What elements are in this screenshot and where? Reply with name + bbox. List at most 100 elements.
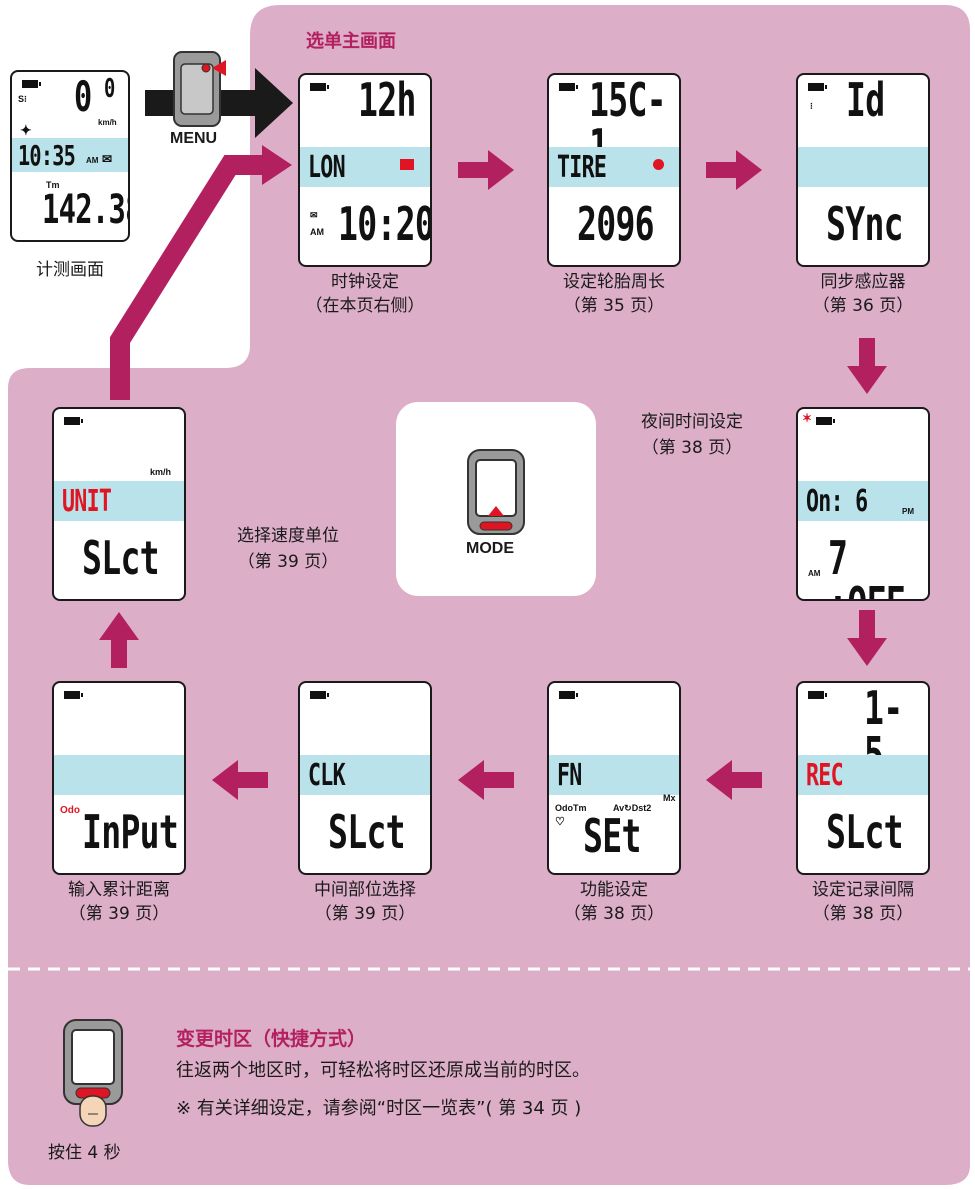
tm-value: 142.38: [42, 187, 128, 233]
battery-icon: [559, 83, 578, 91]
tire-caption-2: （第 35 页）: [563, 296, 665, 316]
unit-caption-1: 选择速度单位: [237, 526, 339, 546]
tire-bottom-value: 2096: [577, 197, 655, 251]
night-caption-1: 夜间时间设定: [641, 412, 743, 432]
night-caption-2: （第 38 页）: [641, 438, 743, 458]
ampm-label: AM: [86, 156, 99, 165]
fn-band-text: FN: [557, 758, 582, 793]
sync-caption-2: （第 36 页）: [812, 296, 914, 316]
speed-unit: km/h: [98, 118, 117, 127]
battery-icon: [816, 417, 835, 425]
night-bottom-value: 7 :OFF: [828, 531, 906, 599]
clock-caption-1: 时钟设定: [331, 272, 399, 292]
arrow-down-icon: [847, 338, 887, 394]
odo-label: Odo: [60, 805, 80, 816]
screen-middle-select[interactable]: CLK SLct: [298, 681, 432, 875]
battery-icon: [559, 691, 578, 699]
menu-device-icon: [168, 50, 228, 130]
unit-bottom-value: SLct: [82, 531, 160, 585]
clock-band-text: LON: [308, 150, 346, 185]
screen-odometer-input[interactable]: Odo InPut: [52, 681, 186, 875]
screen-speed-unit[interactable]: km/h UNIT SLct: [52, 407, 186, 601]
screen-sensor-sync[interactable]: ⁝ Id SYnc: [796, 73, 930, 267]
lcd-band: [798, 481, 928, 521]
screen-function-setting[interactable]: FN OdoTm ♡ Av↻Dst2 Mx SEt: [547, 681, 681, 875]
rec-caption-1: 设定记录间隔: [812, 880, 914, 900]
mail-icon: ✉: [102, 152, 113, 166]
wheel-icon: [653, 159, 664, 170]
lcd-band: [54, 481, 184, 521]
shortcut-title: 变更时区（快捷方式）: [176, 1028, 367, 1050]
clk-band-text: CLK: [308, 758, 346, 793]
screen-clock-setting[interactable]: 12h LON ✉ AM 10:20: [298, 73, 432, 267]
screen-tire-setting[interactable]: 15C-1 TIRE 2096: [547, 73, 681, 267]
rec-caption-2: （第 38 页）: [812, 904, 914, 924]
mode-button-label: MODE: [466, 540, 514, 557]
mail-icon-small: ✉: [310, 210, 318, 220]
arrow-left-icon: [458, 760, 514, 800]
battery-icon: [22, 80, 41, 88]
fn-mx-label: Mx: [663, 793, 676, 803]
clk-caption-2: （第 39 页）: [314, 904, 416, 924]
measurement-caption: 计测画面: [36, 260, 104, 280]
sync-top-value: Id: [846, 73, 885, 127]
sync-bottom-value: SYnc: [826, 197, 904, 251]
fn-caption-1: 功能设定: [580, 880, 648, 900]
satellite-icon: ✦: [20, 122, 32, 138]
speed-value: 0: [74, 72, 92, 121]
night-mode-icon: ✶: [802, 411, 813, 425]
night-band-text: On: 6: [806, 484, 868, 519]
lcd-band: [798, 147, 928, 187]
arrow-left-icon: [212, 760, 268, 800]
shortcut-line-1: 往返两个地区时，可轻松将时区还原成当前的时区。: [176, 1060, 590, 1081]
unit-caption-2: （第 39 页）: [237, 552, 339, 572]
screen-night-time[interactable]: ✶ On: 6 PM AM 7 :OFF: [796, 407, 930, 601]
arrow-left-icon: [706, 760, 762, 800]
hold-caption: 按住 4 秒: [48, 1143, 121, 1163]
lcd-band: [798, 755, 928, 795]
tm-label: Tm: [46, 180, 60, 190]
night-am-label: AM: [808, 569, 821, 578]
battery-icon: [310, 83, 329, 91]
lcd-band: [300, 755, 430, 795]
shortcut-line-2: ※ 有关详细设定，请参阅“时区一览表”( 第 34 页 ): [176, 1098, 582, 1119]
clk-caption-1: 中间部位选择: [314, 880, 416, 900]
main-menu-title: 选单主画面: [306, 31, 396, 52]
heart-icon: ♡: [555, 816, 565, 828]
battery-icon: [64, 417, 83, 425]
unit-label: km/h: [150, 467, 172, 477]
arrow-down-icon: [847, 610, 887, 666]
fn-caption-2: （第 38 页）: [563, 904, 665, 924]
arrow-up-icon: [99, 612, 139, 668]
unit-band-text: UNIT: [62, 484, 112, 519]
input-caption-1: 输入累计距离: [68, 880, 170, 900]
arrow-right-icon: [706, 150, 762, 190]
tire-band-text: TIRE: [557, 150, 607, 185]
lcd-band: [549, 755, 679, 795]
clock-caption-2: （在本页右侧）: [305, 296, 425, 316]
clock-ampm: AM: [310, 227, 324, 237]
sensor-icon: S⁝: [18, 94, 27, 104]
menu-button-label: MENU: [170, 130, 218, 147]
battery-icon: [310, 691, 329, 699]
battery-icon: [808, 691, 827, 699]
arrow-right-icon: [458, 150, 514, 190]
fn-bottom-value: SEt: [583, 809, 641, 863]
battery-icon: [64, 691, 83, 699]
speed-decimal: 0: [104, 74, 115, 104]
clock-value: 10:35: [18, 139, 76, 172]
mail-icon: [400, 159, 414, 170]
rec-band-text: REC: [806, 758, 844, 793]
screen-recording-interval[interactable]: 1-5 REC SLct: [796, 681, 930, 875]
lcd-band: [12, 138, 128, 172]
hold-device-icon: [58, 1016, 130, 1128]
rec-bottom-value: SLct: [826, 805, 904, 859]
fn-icons-left: OdoTm: [555, 803, 587, 813]
mode-device-icon: [462, 446, 532, 542]
measurement-screen: S⁝ ✦ 0 0 km/h 10:35 AM ✉ Tm 142.38: [10, 70, 130, 242]
input-caption-2: （第 39 页）: [68, 904, 170, 924]
battery-icon: [808, 83, 827, 91]
night-pm-label: PM: [902, 507, 914, 516]
input-bottom-value: InPut: [82, 805, 179, 859]
sync-caption-1: 同步感应器: [820, 272, 906, 292]
